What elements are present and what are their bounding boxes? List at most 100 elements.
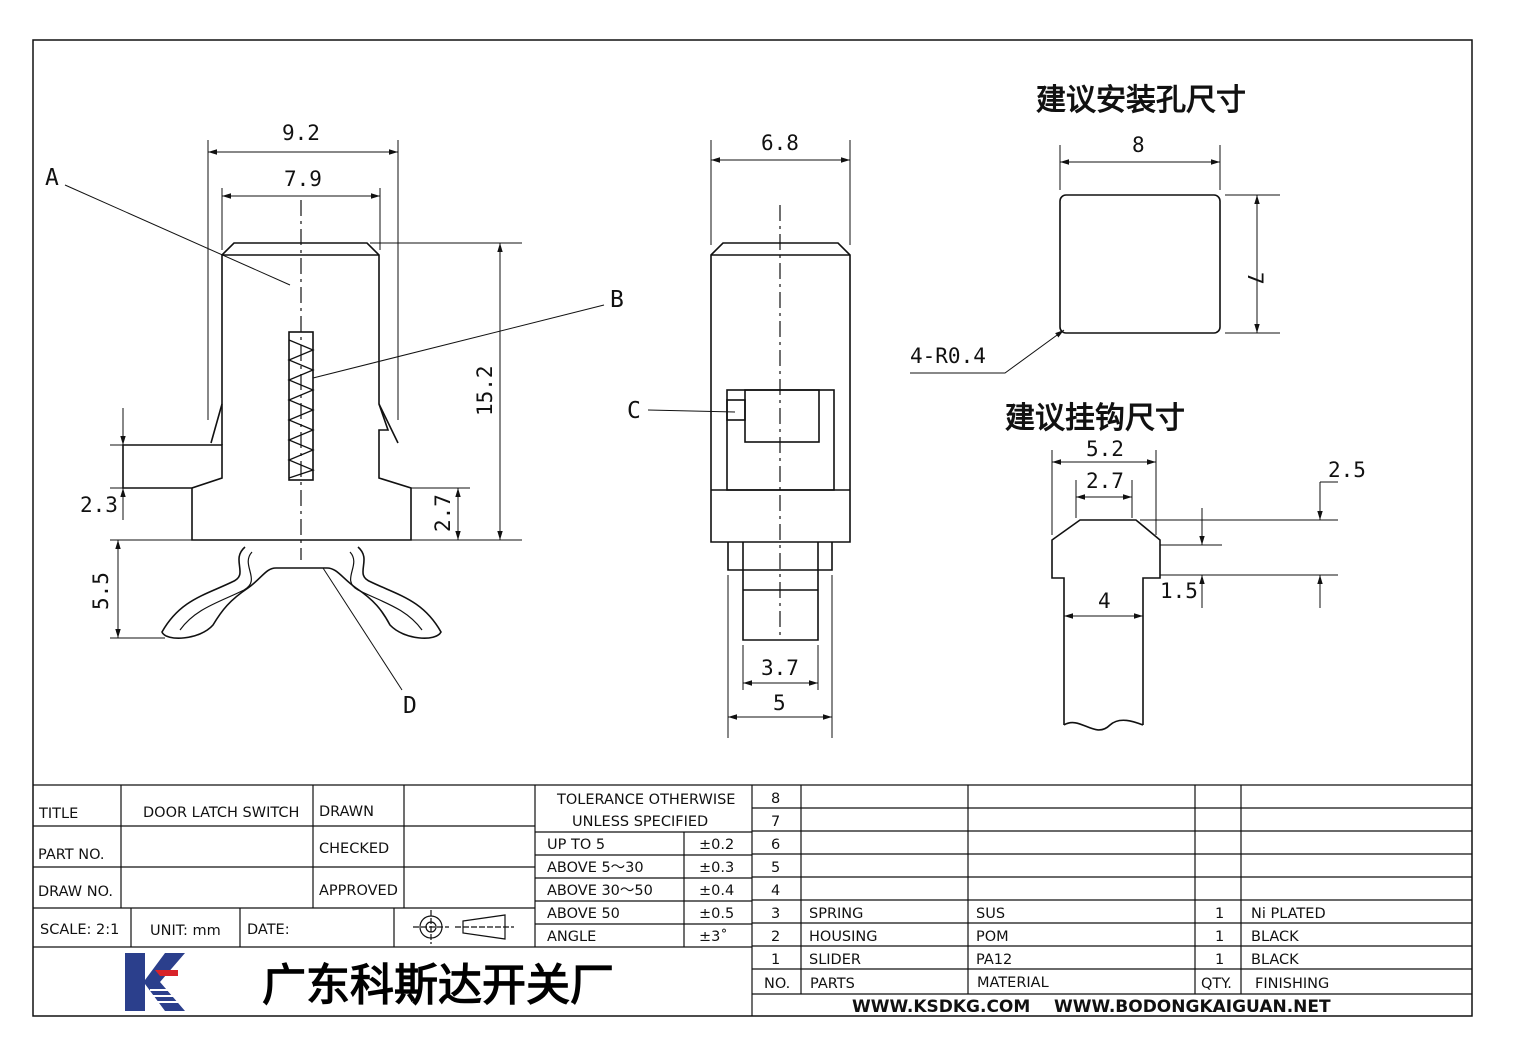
- part-material: POM: [976, 929, 1009, 945]
- tolerance-range: ANGLE: [547, 929, 596, 945]
- part-no: 4: [771, 883, 780, 899]
- label-c: C: [627, 398, 641, 424]
- spring-leg-inner-left: [179, 551, 253, 631]
- hook-title: 建议挂钩尺寸: [1005, 401, 1185, 436]
- dim-2-3: 2.3: [80, 493, 118, 517]
- tolerance-header-1: TOLERANCE OTHERWISE: [556, 792, 735, 808]
- dim-hook-4: 4: [1098, 589, 1111, 613]
- header-qty: QTY.: [1201, 976, 1232, 992]
- header-material: MATERIAL: [977, 975, 1049, 991]
- dim-15-2: 15.2: [473, 365, 497, 416]
- dim-5-5: 5.5: [89, 572, 113, 610]
- scale-label: SCALE: 2:1: [40, 922, 119, 938]
- part-finishing: BLACK: [1251, 929, 1299, 945]
- part-no: 8: [771, 791, 780, 807]
- part-name: SLIDER: [809, 952, 861, 968]
- leader-c: [647, 409, 736, 413]
- part-material: PA12: [976, 952, 1012, 968]
- dim-2-7: 2.7: [431, 494, 455, 532]
- leader-radius: [910, 329, 1065, 374]
- header-parts: PARTS: [810, 976, 855, 992]
- hook-view: [1051, 450, 1338, 731]
- front-body-outline: [122, 242, 412, 541]
- part-qty: 1: [1215, 906, 1224, 922]
- label-d: D: [403, 693, 417, 719]
- hook-text: 建议挂钩尺寸 5.2 2.7 2.5 1.5 4: [1005, 401, 1366, 613]
- part-finishing: BLACK: [1251, 952, 1299, 968]
- mount-hole-view: [910, 145, 1280, 374]
- spring-coil: [287, 339, 315, 479]
- front-right-lip: [378, 403, 399, 444]
- part-qty: 1: [1215, 952, 1224, 968]
- unit-label: UNIT: mm: [150, 923, 221, 939]
- tolerance-value: ±0.2: [699, 837, 734, 853]
- title-label: TITLE: [38, 806, 78, 822]
- dim-hole-7: 7: [1243, 272, 1267, 285]
- side-view-text: 6.8 3.7 5 C: [627, 131, 799, 715]
- company-name: 广东科斯达开关厂: [262, 960, 614, 1011]
- tolerance-value: ±0.3: [699, 860, 734, 876]
- tolerance-value: ±0.5: [699, 906, 734, 922]
- part-no: 2: [771, 929, 780, 945]
- front-view: [64, 140, 605, 691]
- dim-9-2: 9.2: [282, 121, 320, 145]
- tolerance-range: ABOVE 30～50: [547, 883, 653, 899]
- part-no: 6: [771, 837, 780, 853]
- spring-legs: [161, 546, 442, 639]
- tolerance-range: UP TO 5: [547, 837, 605, 853]
- tolerance-value: ±0.4: [699, 883, 734, 899]
- slider-stem: [742, 542, 819, 641]
- part-no: 7: [771, 814, 780, 830]
- part-qty: 1: [1215, 929, 1224, 945]
- part-finishing: Ni PLATED: [1251, 906, 1326, 922]
- hook-break-line: [1063, 719, 1144, 731]
- title-block: [33, 784, 1472, 1016]
- slider-tab: [744, 389, 820, 443]
- dim-3-7: 3.7: [761, 656, 799, 680]
- drawn-label: DRAWN: [319, 804, 374, 820]
- hook-outline: [1051, 519, 1161, 725]
- header-no: NO.: [764, 976, 790, 992]
- part-no: 5: [771, 860, 780, 876]
- approved-label: APPROVED: [319, 883, 398, 899]
- side-view: [647, 140, 851, 738]
- front-view-text: 9.2 7.9 15.2 2.7 2.3 5.5 A B D: [45, 121, 624, 719]
- tolerance-header-2: UNLESS SPECIFIED: [572, 814, 708, 830]
- tolerance-range: ABOVE 5～30: [547, 860, 644, 876]
- slider-collar: [727, 542, 833, 571]
- drawno-label: DRAW NO.: [38, 884, 113, 900]
- dim-hook-5-2: 5.2: [1086, 437, 1124, 461]
- checked-label: CHECKED: [319, 841, 389, 857]
- partno-label: PART NO.: [38, 847, 105, 863]
- dim-5: 5: [773, 691, 786, 715]
- title-value: DOOR LATCH SWITCH: [143, 805, 299, 821]
- leader-a: [64, 184, 291, 286]
- dim-hook-1-5: 1.5: [1160, 579, 1198, 603]
- date-label: DATE:: [247, 922, 290, 938]
- tolerance-range: ABOVE 50: [547, 906, 620, 922]
- dim-hook-2-5: 2.5: [1328, 458, 1366, 482]
- leader-d: [322, 567, 403, 691]
- dim-radius: 4-R0.4: [910, 344, 986, 368]
- websites: WWW.KSDKG.COM WWW.BODONGKAIGUAN.NET: [852, 997, 1331, 1017]
- dim-hole-8: 8: [1132, 133, 1145, 157]
- header-finishing: FINISHING: [1255, 976, 1329, 992]
- parts-header: NO. PARTS MATERIAL QTY. FINISHING: [764, 975, 1329, 992]
- title-block-text: TITLE DOOR LATCH SWITCH DRAWN PART NO. C…: [38, 792, 735, 1011]
- slider-notch: [726, 399, 746, 421]
- dim-6-8: 6.8: [761, 131, 799, 155]
- part-no: 3: [771, 906, 780, 922]
- mount-hole-text: 建议安装孔尺寸 8 7 4-R0.4: [910, 83, 1267, 368]
- spring-leg-inner-right: [349, 551, 423, 631]
- part-no: 1: [771, 952, 780, 968]
- dim-hook-2-7: 2.7: [1086, 469, 1124, 493]
- dim-7-9: 7.9: [284, 167, 322, 191]
- part-name: SPRING: [809, 906, 863, 922]
- part-name: HOUSING: [809, 929, 878, 945]
- label-a: A: [45, 165, 59, 191]
- leader-b: [312, 304, 605, 379]
- tolerance-value: ±3˚: [699, 928, 728, 945]
